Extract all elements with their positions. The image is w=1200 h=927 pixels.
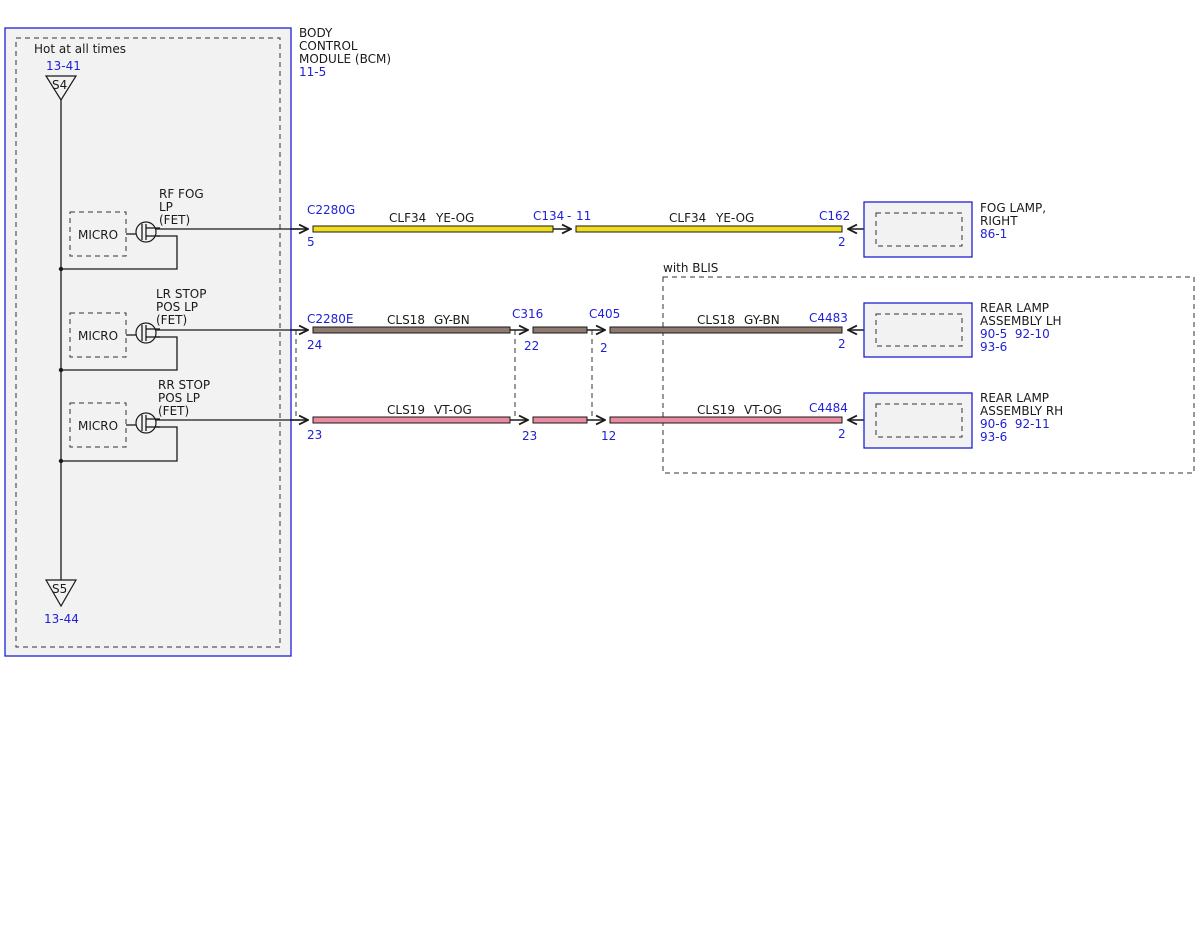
micro-label-1: MICRO (78, 228, 118, 242)
c316-pin22-label: 22 (524, 339, 539, 353)
wire-cls19-seg-1-color: VT-OG (434, 403, 472, 417)
fet-lr-stop: MICRO LR STOP POS LP (FET) (58, 287, 300, 373)
bcm-title-line-1: BODY (299, 26, 333, 40)
blis-region (662, 276, 1195, 474)
wire-cls18-seg-1-circuit: CLS18 (387, 313, 425, 327)
micro-label-2: MICRO (78, 329, 118, 343)
fet-1-label-line-2: LP (159, 200, 173, 214)
c405-pin2-label: 2 (600, 341, 608, 355)
fet-3-label-line-3: (FET) (158, 404, 189, 418)
c2280g-connector-label[interactable]: C2280G (307, 203, 355, 217)
wire-cls18-seg-1-color: GY-BN (434, 313, 470, 327)
wire-clf34-seg-1[interactable] (312, 225, 554, 233)
c4483-connector-label[interactable]: C4483 (809, 311, 848, 325)
circuit-rr-stop: 23 CLS19 VT-OG 23 12 CLS19 VT-OG C4484 2 (307, 401, 876, 443)
wire-cls19-seg-2-circuit: CLS19 (697, 403, 735, 417)
c134-dash: - (567, 209, 571, 223)
c316-connector-label[interactable]: C316 (512, 307, 543, 321)
fet-1-label-line-3: (FET) (159, 213, 190, 227)
bcm-title-line-3: MODULE (BCM) (299, 52, 391, 66)
rear-lamp-rh-ref-2[interactable]: 93-6 (980, 430, 1007, 444)
s4-ref[interactable]: 13-41 (46, 59, 81, 73)
rear-lamp-rh-component[interactable]: REAR LAMP ASSEMBLY RH 90-6 92-11 93-6 (863, 391, 1063, 449)
c4484-connector-label[interactable]: C4484 (809, 401, 848, 415)
micro-label-3: MICRO (78, 419, 118, 433)
bcm-module: BODY CONTROL MODULE (BCM) 11-5 Hot at al… (4, 26, 391, 657)
wire-cls19-seg-1-circuit: CLS19 (387, 403, 425, 417)
c316-pin23-label: 23 (522, 429, 537, 443)
c134-connector-label[interactable]: C134 (533, 209, 564, 223)
wire-cls18-mid[interactable] (532, 326, 588, 334)
wire-cls18-seg-1[interactable] (312, 326, 511, 334)
rear-lamp-rh-name-line-1: REAR LAMP (980, 391, 1049, 405)
c2280g-pin-label: 5 (307, 235, 315, 249)
hot-at-all-times-label: Hot at all times (34, 42, 126, 56)
fet-3-label-line-1: RR STOP (158, 378, 210, 392)
fog-lamp-name-line-2: RIGHT (980, 214, 1018, 228)
fet-3-label-line-2: POS LP (158, 391, 200, 405)
bcm-inner-dashed-box (15, 37, 281, 648)
c162-pin-label: 2 (838, 235, 846, 249)
fog-lamp-right-component[interactable]: FOG LAMP, RIGHT 86-1 (863, 201, 1046, 258)
fet-rr-stop: MICRO RR STOP POS LP (FET) (58, 378, 300, 464)
fet-2-label-line-1: LR STOP (156, 287, 206, 301)
fog-lamp-ref[interactable]: 86-1 (980, 227, 1007, 241)
c134-pin-label: 11 (576, 209, 591, 223)
wire-clf34-seg-1-color: YE-OG (435, 211, 474, 225)
c162-connector-label[interactable]: C162 (819, 209, 850, 223)
wire-cls19-mid[interactable] (532, 416, 588, 424)
micro-box-3 (69, 402, 127, 448)
c4484-pin-label: 2 (838, 427, 846, 441)
fet-rf-fog: MICRO RF FOG LP (FET) (58, 187, 300, 272)
wire-cls19-seg-1[interactable] (312, 416, 511, 424)
c405-pin12-label: 12 (601, 429, 616, 443)
rear-lamp-rh-ref-1[interactable]: 90-6 92-11 (980, 417, 1050, 431)
s4-label: S4 (52, 78, 67, 92)
fog-lamp-name-line-1: FOG LAMP, (980, 201, 1046, 215)
bcm-ref[interactable]: 11-5 (299, 65, 326, 79)
wire-cls18-seg-2-circuit: CLS18 (697, 313, 735, 327)
splice-s4: S4 (44, 75, 78, 102)
c4483-pin-label: 2 (838, 337, 846, 351)
rear-lamp-lh-ref-1[interactable]: 90-5 92-10 (980, 327, 1050, 341)
circuit-fog-lamp: C2280G 5 CLF34 YE-OG C134 - 11 CLF34 YE-… (307, 203, 876, 249)
splice-s5: S5 (44, 579, 78, 608)
wire-clf34-seg-1-circuit: CLF34 (389, 211, 426, 225)
fet-1-label-line-1: RF FOG (159, 187, 204, 201)
rear-lamp-lh-ref-2[interactable]: 93-6 (980, 340, 1007, 354)
blis-label: with BLIS (663, 261, 718, 275)
micro-box-1 (69, 211, 127, 257)
rear-lamp-rh-name-line-2: ASSEMBLY RH (980, 404, 1063, 418)
c2280e-connector-label[interactable]: C2280E (307, 312, 354, 326)
rear-lamp-lh-name-line-2: ASSEMBLY LH (980, 314, 1062, 328)
s5-ref[interactable]: 13-44 (44, 612, 79, 626)
wire-cls18-seg-2[interactable] (609, 326, 843, 334)
wire-cls18-seg-2-color: GY-BN (744, 313, 780, 327)
fet-2-label-line-3: (FET) (156, 313, 187, 327)
c405-connector-label[interactable]: C405 (589, 307, 620, 321)
c2280e-pin24-label: 24 (307, 338, 322, 352)
micro-box-2 (69, 312, 127, 358)
wire-clf34-seg-2-circuit: CLF34 (669, 211, 706, 225)
wire-cls19-seg-2[interactable] (609, 416, 843, 424)
rear-lamp-lh-component[interactable]: REAR LAMP ASSEMBLY LH 90-5 92-10 93-6 (863, 301, 1062, 358)
wire-clf34-seg-2[interactable] (575, 225, 843, 233)
bcm-title-line-2: CONTROL (299, 39, 358, 53)
wire-cls19-seg-2-color: VT-OG (744, 403, 782, 417)
s5-label: S5 (52, 582, 67, 596)
c2280e-pin23-label: 23 (307, 428, 322, 442)
wire-clf34-seg-2-color: YE-OG (715, 211, 754, 225)
rear-lamp-lh-name-line-1: REAR LAMP (980, 301, 1049, 315)
fet-2-label-line-2: POS LP (156, 300, 198, 314)
